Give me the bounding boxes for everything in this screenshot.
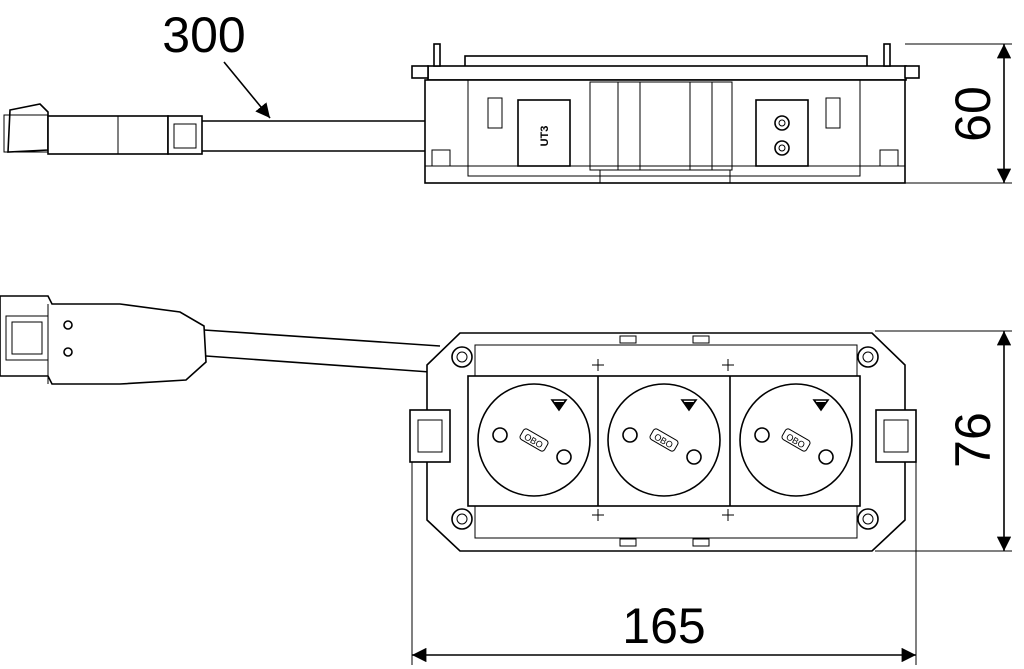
socket-outlet-3: [739, 383, 853, 497]
dimension-label-76: 76: [945, 412, 1001, 468]
side-cable: [202, 120, 425, 152]
dimension-label-300: 300: [162, 7, 245, 63]
dimension-width: 165: [411, 462, 917, 665]
plan-cable: [203, 329, 441, 373]
dimension-cable-length: 300: [162, 7, 271, 119]
side-connector: [3, 103, 203, 155]
plan-connector: [0, 295, 207, 385]
socket-outlet-2: [607, 383, 721, 497]
dimension-depth: 76: [875, 330, 1012, 552]
module-label: UT3: [539, 126, 551, 147]
dimension-label-165: 165: [622, 598, 705, 654]
side-view: UT3: [3, 43, 920, 184]
dimension-height: 60: [905, 43, 1012, 184]
socket-outlet-1: [477, 383, 591, 497]
side-housing: UT3: [411, 43, 920, 184]
plan-view: [0, 295, 917, 552]
dimension-label-60: 60: [945, 86, 1001, 142]
